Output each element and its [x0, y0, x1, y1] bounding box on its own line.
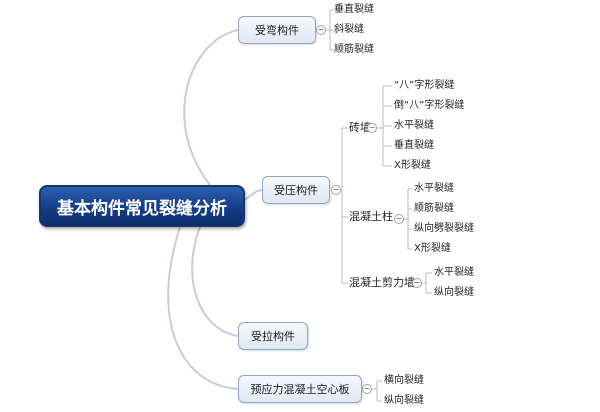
leaf-column-2[interactable]: 顺筋裂缝: [414, 203, 454, 214]
leaf-shearwall-1[interactable]: 水平裂缝: [434, 267, 474, 278]
leaf-bending-3[interactable]: 顺筋裂缝: [334, 44, 374, 55]
node-brick-wall[interactable]: 砖墙: [349, 121, 371, 134]
leaf-prestressed-2[interactable]: 纵向裂缝: [384, 395, 424, 406]
node-bending-members[interactable]: 受弯构件: [238, 16, 316, 44]
link-bending: [183, 29, 239, 186]
leaf-brick-1[interactable]: “八”字形裂缝: [394, 80, 455, 91]
collapse-toggle-concrete-column[interactable]: −: [394, 214, 404, 224]
node-prestressed-hollow-slab[interactable]: 预应力混凝土空心板: [238, 375, 362, 403]
link-tension: [191, 226, 239, 337]
root-node[interactable]: 基本构件常见裂缝分析: [39, 185, 245, 227]
link-compression: [244, 189, 263, 201]
leaf-brick-5[interactable]: X形裂缝: [394, 160, 431, 171]
leaf-brick-2[interactable]: 倒“八”字形裂缝: [394, 100, 465, 111]
node-concrete-column[interactable]: 混凝土柱: [349, 210, 393, 223]
leaf-prestressed-1[interactable]: 横向裂缝: [384, 375, 424, 386]
collapse-toggle-shear-wall[interactable]: −: [412, 278, 422, 288]
node-concrete-shear-wall[interactable]: 混凝土剪力墙: [349, 276, 415, 289]
node-tension-members[interactable]: 受拉构件: [238, 322, 308, 350]
leaf-brick-3[interactable]: 水平裂缝: [394, 120, 434, 131]
link-prestressed: [167, 226, 239, 390]
collapse-toggle-prestressed[interactable]: −: [362, 384, 372, 394]
leaf-column-3[interactable]: 纵向劈裂裂缝: [414, 223, 474, 234]
leaf-column-1[interactable]: 水平裂缝: [414, 183, 454, 194]
leaf-shearwall-2[interactable]: 纵向裂缝: [434, 287, 474, 298]
node-compression-members[interactable]: 受压构件: [262, 176, 330, 204]
leaf-column-4[interactable]: X形裂缝: [414, 243, 451, 254]
leaf-bending-1[interactable]: 垂直裂缝: [334, 4, 374, 15]
collapse-toggle-compression[interactable]: −: [331, 185, 341, 195]
leaf-bending-2[interactable]: 斜裂缝: [334, 24, 364, 35]
collapse-toggle-brick-wall[interactable]: −: [367, 123, 377, 133]
collapse-toggle-bending[interactable]: −: [316, 25, 326, 35]
leaf-brick-4[interactable]: 垂直裂缝: [394, 140, 434, 151]
